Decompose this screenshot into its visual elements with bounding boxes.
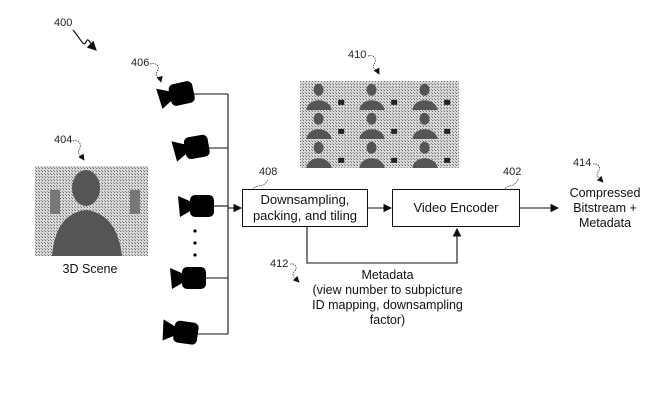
ellipsis-dot <box>193 253 197 257</box>
metadata-path-arrow <box>306 227 462 264</box>
camera-wires <box>190 93 229 335</box>
encoder-label: Video Encoder <box>413 200 499 215</box>
output-line2: Bitstream + <box>573 201 637 215</box>
ref-404-label: 404 <box>54 134 73 146</box>
ref-408-leader <box>251 179 269 191</box>
ref-404-leader <box>72 140 85 161</box>
ref-410-leader <box>367 55 380 75</box>
ref-400-label: 400 <box>54 17 73 29</box>
packed-tile <box>300 81 353 110</box>
ref-408-label: 408 <box>259 166 278 178</box>
camera-icon <box>171 133 211 162</box>
ellipsis-dot <box>193 241 197 245</box>
packed-tile <box>300 110 353 139</box>
downsampler-label-line1: Downsampling, <box>260 192 350 207</box>
ref-406-leader <box>149 63 163 83</box>
scene-image <box>35 166 148 256</box>
scene-caption: 3D Scene <box>62 262 118 276</box>
metadata-line2: (view number to subpicture <box>312 283 463 297</box>
output-line3: Metadata <box>578 216 632 230</box>
camera-icon <box>160 318 200 346</box>
metadata-line4: factor) <box>369 313 406 327</box>
packed-tile <box>406 110 459 139</box>
ref-412-label: 412 <box>270 258 289 270</box>
downsampler-label-line2: packing, and tiling <box>252 208 358 223</box>
metadata-description: Metadata (view number to subpicture ID m… <box>300 268 475 328</box>
ellipsis-dot <box>193 229 197 233</box>
ref-414-leader <box>592 163 604 183</box>
ref-414-label: 414 <box>573 157 592 169</box>
camera-icon <box>178 195 214 217</box>
packed-tile <box>353 110 406 139</box>
output-description: Compressed Bitstream + Metadata <box>560 186 650 231</box>
output-line1: Compressed <box>569 186 641 200</box>
metadata-line1: Metadata <box>361 268 414 282</box>
ref-410-label: 410 <box>348 49 367 61</box>
packed-frame-image <box>300 81 459 168</box>
ref-400-squiggle <box>72 29 97 51</box>
camera-icon <box>155 80 196 110</box>
camera-icon <box>170 267 206 289</box>
packed-tile <box>406 139 459 168</box>
ref-402-leader <box>503 178 519 191</box>
video-encoder-box: Video Encoder <box>392 189 520 227</box>
packed-tile <box>406 81 459 110</box>
ref-406-label: 406 <box>131 57 150 69</box>
metadata-line3: ID mapping, downsampling <box>312 298 463 312</box>
ref-402-label: 402 <box>503 166 522 178</box>
packed-tile <box>353 139 406 168</box>
ref-412-leader <box>289 263 300 283</box>
downsampling-packing-tiling-box: Downsampling, packing, and tiling <box>242 189 368 227</box>
packed-tile <box>353 81 406 110</box>
packed-tile <box>300 139 353 168</box>
